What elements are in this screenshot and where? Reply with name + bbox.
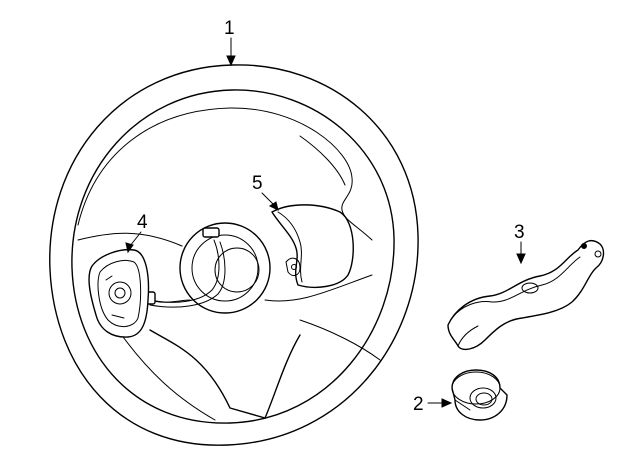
nut-thread (475, 392, 493, 406)
callout-2: 2 (413, 394, 453, 415)
trim-cover-tab (285, 257, 301, 276)
switch-button-up (105, 275, 113, 281)
callout-1-label: 1 (224, 18, 235, 39)
callout-3-label: 3 (514, 222, 525, 243)
bracket-pin (581, 243, 587, 249)
switch-wire-2 (149, 241, 226, 308)
control-switch-left (88, 248, 150, 338)
switch-face (97, 259, 142, 327)
trim-cover-hole (291, 264, 297, 270)
switch-button-down (111, 314, 125, 319)
wheel-rim-outer (49, 64, 419, 446)
bracket-body (447, 239, 605, 351)
trim-cover-body (271, 204, 354, 288)
bracket-bottom-edge (457, 325, 479, 347)
trim-bracket (447, 239, 605, 351)
hub-inner (191, 234, 259, 302)
left-spoke-upper (77, 232, 183, 247)
callout-2-arrow (441, 398, 453, 408)
callout-5-label: 5 (252, 173, 263, 194)
right-spoke-lower (264, 274, 373, 302)
nut-body (451, 369, 508, 421)
bracket-eyelet (594, 250, 602, 258)
lower-spoke (149, 329, 301, 419)
hub-outer (179, 222, 271, 314)
callout-4: 4 (125, 212, 148, 254)
callout-4-label: 4 (137, 212, 148, 233)
switch-wire (149, 239, 220, 303)
switch-body (88, 248, 150, 338)
callout-5-arrow (269, 201, 279, 211)
wire-connector (202, 227, 220, 238)
switch-dial-center (114, 287, 126, 299)
bracket-hole (521, 282, 539, 294)
hub-center (214, 247, 260, 293)
nut-bore (469, 387, 497, 409)
nut-flange (451, 371, 501, 405)
nut (451, 369, 508, 421)
callout-4-leader (129, 231, 142, 247)
steering-wheel (49, 64, 419, 446)
callout-1: 1 (224, 18, 236, 67)
callout-3: 3 (514, 222, 526, 265)
upper-opening-contour-2 (299, 135, 346, 186)
switch-dial (108, 281, 132, 305)
callout-5: 5 (252, 173, 279, 211)
callout-5-leader (261, 192, 275, 206)
callout-3-arrow (516, 253, 526, 265)
trim-cover-edge (277, 211, 303, 283)
nut-facet (454, 399, 471, 411)
lower-spoke-edge (117, 329, 216, 421)
wheel-rim-inner (71, 89, 395, 424)
lower-spoke-edge-2 (299, 319, 381, 361)
bracket-top-edge (451, 256, 581, 319)
callout-2-label: 2 (413, 394, 424, 415)
callout-1-arrow (226, 55, 236, 67)
callout-4-arrow (125, 242, 134, 254)
trim-cover-right (271, 204, 354, 288)
upper-opening-contour (77, 107, 373, 241)
